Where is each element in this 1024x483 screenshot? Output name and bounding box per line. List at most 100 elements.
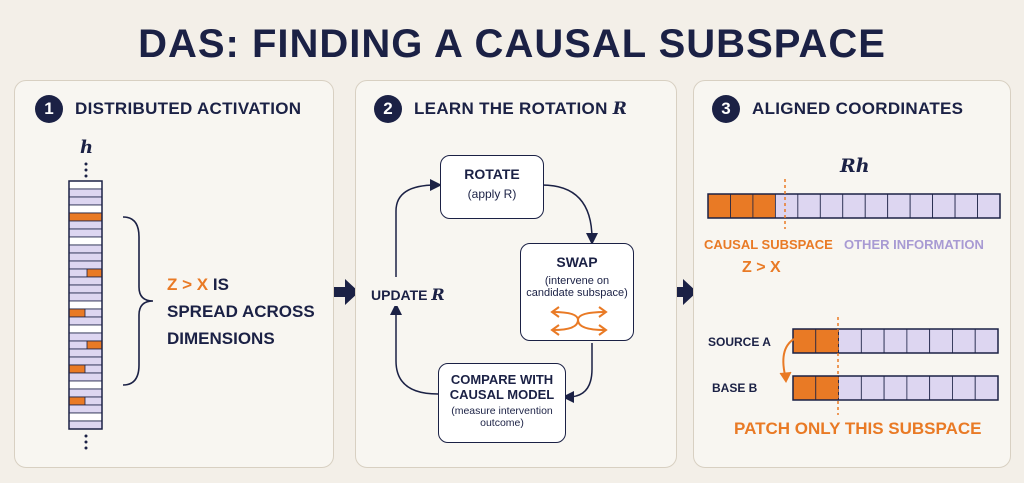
- compare-subtitle-1: (measure intervention: [451, 405, 553, 417]
- page-title: DAS: FINDING A CAUSAL SUBSPACE: [138, 22, 886, 66]
- step-number-3: 3: [712, 95, 740, 123]
- patch-label: PATCH ONLY THIS SUBSPACE: [734, 419, 982, 438]
- rotate-title: ROTATE: [464, 166, 520, 182]
- vector-cell: [68, 332, 103, 342]
- statement-variable: Z > X: [167, 275, 209, 294]
- vector-cell: [68, 204, 103, 214]
- source-a-label: SOURCE A: [708, 335, 771, 349]
- vector-cell: [68, 188, 103, 198]
- panel-heading: ALIGNED COORDINATES: [752, 99, 964, 118]
- patch-cell-other: [974, 328, 999, 354]
- vector-cell: [68, 300, 103, 310]
- vector-cell: [68, 412, 103, 422]
- causal-subspace-label: CAUSAL SUBSPACE: [704, 237, 833, 252]
- rh-cell-other: [909, 193, 934, 219]
- rh-cell-other: [864, 193, 889, 219]
- heading-variable: R: [612, 99, 628, 119]
- rh-cell-other: [977, 193, 1001, 219]
- compare-subtitle-2: outcome): [480, 417, 524, 429]
- patch-cell-other: [974, 375, 999, 401]
- other-information-label: OTHER INFORMATION: [844, 237, 984, 252]
- vector-cell: [68, 196, 103, 206]
- rh-cell-other: [932, 193, 956, 219]
- vector-cell: [68, 292, 103, 302]
- swap-subtitle-1: (intervene on: [544, 275, 610, 287]
- patch-cell-other: [906, 375, 931, 401]
- vector-cell: [68, 348, 103, 358]
- vector-cell: [68, 276, 103, 286]
- statement-line2: SPREAD ACROSS: [167, 302, 315, 321]
- vector-cell: [68, 236, 103, 246]
- patch-cell-other: [952, 375, 976, 401]
- rh-cell-other: [819, 193, 844, 219]
- statement-line3: DIMENSIONS: [167, 329, 275, 348]
- vector-cell: [68, 388, 103, 398]
- patch-cell-causal: [792, 328, 817, 354]
- patch-cell-causal: [792, 375, 817, 401]
- compare-step: COMPARE WITH CAUSAL MODEL (measure inter…: [438, 363, 566, 443]
- vector-label-rh: Rh: [840, 155, 870, 177]
- step-number-1: 1: [35, 95, 63, 123]
- rh-cell-causal: [707, 193, 731, 219]
- vector-cell-causal: [68, 396, 86, 406]
- panel-learn-rotation: 2 LEARN THE ROTATION R ROTATE (apply R) …: [355, 80, 677, 468]
- swap-subtitle-2: candidate subspace): [526, 287, 628, 299]
- vector-cell-causal: [68, 364, 86, 374]
- arrow-1-to-2: [326, 279, 359, 305]
- swap-step: SWAP (intervene on candidate subspace): [520, 243, 634, 341]
- rotation-cycle: [390, 179, 598, 403]
- rh-cell-causal: [752, 193, 776, 219]
- vector-cell: [68, 372, 103, 382]
- patch-cell-other: [883, 328, 908, 354]
- causal-variable: Z > X: [742, 259, 781, 276]
- vector-cell: [68, 244, 103, 254]
- panel-heading: DISTRIBUTED ACTIVATION: [75, 99, 302, 118]
- arrow-2-to-3: [664, 279, 697, 305]
- vector-cell-causal: [86, 340, 103, 350]
- vector-cell: [68, 356, 103, 366]
- patch-cell-other: [860, 328, 885, 354]
- rh-cell-other: [954, 193, 978, 219]
- patch-cell-causal: [815, 375, 839, 401]
- swap-title: SWAP: [556, 254, 598, 270]
- base-b-label: BASE B: [712, 381, 758, 395]
- step-number-2: 2: [374, 95, 402, 123]
- update-text: UPDATE: [371, 287, 428, 303]
- vector-cell: [68, 228, 103, 238]
- vector-cell: [68, 316, 103, 326]
- vector-cell-causal: [68, 212, 103, 222]
- vector-cell: [68, 380, 103, 390]
- compare-title-1: COMPARE WITH: [450, 372, 554, 387]
- update-variable: R: [431, 285, 445, 304]
- vector-cell: [68, 324, 103, 334]
- panel-distributed-activation: 1 DISTRIBUTED ACTIVATION h Z > X IS SPRE…: [14, 80, 334, 468]
- vector-cell-causal: [86, 268, 103, 278]
- vector-label-h: h: [80, 137, 94, 158]
- rh-cell-other: [887, 193, 911, 219]
- spread-statement: Z > X IS SPREAD ACROSS DIMENSIONS: [167, 271, 315, 352]
- patch-cell-causal: [815, 328, 839, 354]
- rotate-subtitle: (apply R): [467, 187, 517, 201]
- statement-is: IS: [212, 275, 229, 294]
- rh-cell-other: [797, 193, 821, 219]
- vector-cell: [68, 252, 103, 262]
- patch-cell-other: [838, 375, 862, 401]
- patch-cell-other: [883, 375, 908, 401]
- vector-cell: [68, 220, 103, 230]
- panel-heading: LEARN THE ROTATION: [414, 99, 608, 118]
- patch-cell-other: [860, 375, 885, 401]
- update-label: UPDATE R: [371, 283, 445, 306]
- patch-cell-other: [838, 328, 862, 354]
- swap-icon: [550, 306, 608, 336]
- patch-cell-other: [952, 328, 976, 354]
- aligned-vectors: [707, 179, 1001, 415]
- vector-cell: [68, 420, 103, 430]
- brace: [122, 216, 154, 386]
- patch-cell-other: [929, 328, 953, 354]
- patch-cell-other: [929, 375, 953, 401]
- vector-cell: [68, 180, 103, 190]
- vector-cell: [68, 260, 103, 270]
- vector-cell: [68, 404, 103, 414]
- patch-cell-other: [906, 328, 931, 354]
